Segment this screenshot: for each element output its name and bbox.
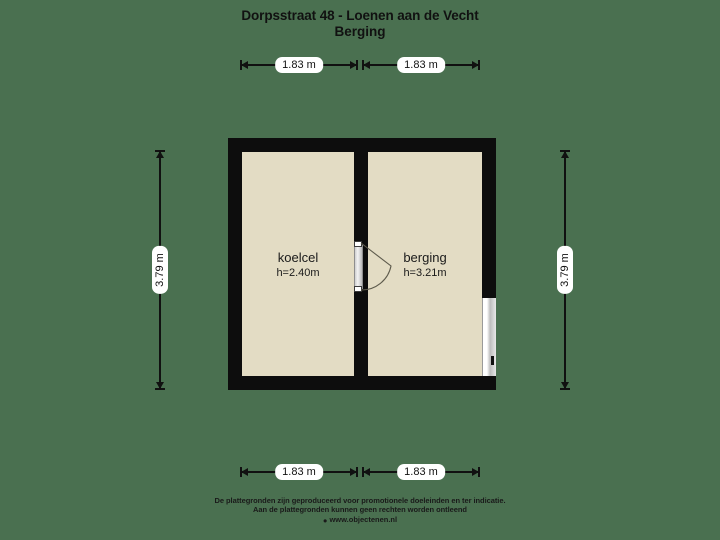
floor-plan: koelcel h=2.40m berging h=3.21m — [228, 138, 496, 390]
dimension-label: 1.83 m — [275, 57, 323, 73]
room-koelcel-labels: koelcel h=2.40m — [242, 250, 354, 280]
arrow-left-icon — [241, 60, 248, 69]
room-berging-labels: berging h=3.21m — [368, 250, 482, 280]
dimension-tick-end — [478, 60, 480, 70]
footer-website-text: www.objectenen.nl — [329, 515, 398, 524]
footer-website: ●www.objectenen.nl — [0, 514, 720, 526]
dimension-tick-end — [356, 60, 358, 70]
arrow-left-icon — [363, 60, 370, 69]
room-berging: berging h=3.21m — [368, 152, 482, 376]
dimension-chain-left: 3.79 m — [152, 150, 168, 390]
globe-icon: ● — [322, 516, 328, 525]
room-height: h=3.21m — [403, 267, 447, 279]
dimension-tick-end — [155, 388, 165, 390]
window-mullion — [491, 356, 494, 365]
dimension-segment-top-left: 1.83 m — [240, 57, 358, 73]
arrow-left-icon — [363, 467, 370, 476]
dimension-label: 1.83 m — [397, 464, 445, 480]
footer-disclaimer-line1: De plattegronden zijn geproduceerd voor … — [214, 496, 506, 505]
dimension-tick-end — [560, 388, 570, 390]
room-name: berging — [403, 250, 447, 265]
dimension-chain-bottom: 1.83 m 1.83 m — [240, 464, 480, 480]
dimension-label: 3.79 m — [152, 246, 168, 294]
dimension-segment-bottom-right: 1.83 m — [362, 464, 480, 480]
arrow-right-icon — [350, 60, 357, 69]
dimension-chain-top: 1.83 m 1.83 m — [240, 57, 480, 73]
room-height: h=2.40m — [276, 267, 320, 279]
dimension-segment-bottom-left: 1.83 m — [240, 464, 358, 480]
page-subtitle: Berging — [334, 24, 386, 39]
title-block: Dorpsstraat 48 - Loenen aan de Vecht Ber… — [0, 8, 720, 40]
door-leaf — [354, 245, 363, 289]
arrow-down-icon — [560, 382, 569, 389]
arrow-up-icon — [560, 151, 569, 158]
dimension-label: 1.83 m — [397, 57, 445, 73]
arrow-right-icon — [472, 467, 479, 476]
footer-disclaimer-line2: Aan de plattegronden kunnen geen rechten… — [253, 505, 467, 514]
door-hinge-bottom — [354, 286, 362, 292]
dimension-tick-end — [356, 467, 358, 477]
arrow-down-icon — [155, 382, 164, 389]
arrow-right-icon — [350, 467, 357, 476]
dimension-tick-end — [478, 467, 480, 477]
arrow-left-icon — [241, 467, 248, 476]
room-koelcel: koelcel h=2.40m — [242, 152, 354, 376]
door-hinge-top — [354, 241, 362, 247]
arrow-up-icon — [155, 151, 164, 158]
dimension-segment-top-right: 1.83 m — [362, 57, 480, 73]
arrow-right-icon — [472, 60, 479, 69]
footer: De plattegronden zijn geproduceerd voor … — [0, 496, 720, 526]
page-title: Dorpsstraat 48 - Loenen aan de Vecht — [241, 8, 479, 23]
dimension-label: 3.79 m — [557, 246, 573, 294]
dimension-label: 1.83 m — [275, 464, 323, 480]
room-name: koelcel — [277, 250, 319, 265]
dimension-chain-right: 3.79 m — [557, 150, 573, 390]
